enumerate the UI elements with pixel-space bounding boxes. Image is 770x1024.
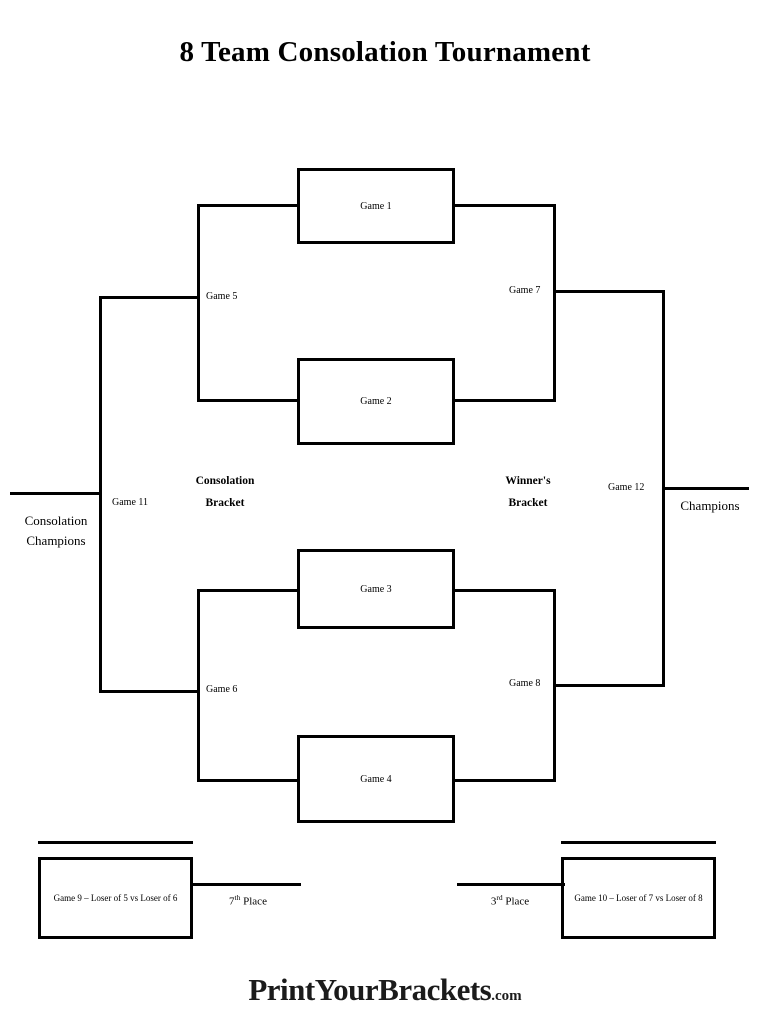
connector-game2-out <box>455 399 556 402</box>
consolation-bracket-line2: Bracket <box>205 496 245 509</box>
connector-game2-in <box>197 399 300 402</box>
connector-game3-in <box>197 589 300 592</box>
game-10-label: Game 10 – Loser of 7 vs Loser of 8 <box>574 893 703 903</box>
third-place-number: 3 <box>490 895 497 908</box>
winners-bracket-line2: Bracket <box>508 496 548 509</box>
connector-game10-out <box>457 883 565 886</box>
connector-game4-in <box>197 779 300 782</box>
connector-game1-in <box>197 204 300 207</box>
game-4-label: Game 4 <box>360 773 392 785</box>
connector-game7-vertical <box>553 204 556 402</box>
connector-game5-out <box>99 296 200 299</box>
seventh-place-number: 7 <box>229 895 235 908</box>
game-1-label: Game 1 <box>360 200 392 212</box>
connector-game6-vertical <box>197 589 200 782</box>
connector-game7-out <box>553 290 665 293</box>
seventh-place-word: Place <box>240 895 267 908</box>
champions-label: Champions <box>680 498 740 513</box>
third-place-label: 3rd Place <box>465 893 555 908</box>
connector-game9-out <box>193 883 301 886</box>
game-box-1[interactable]: Game 1 <box>297 168 455 244</box>
consolation-champions-line1: Consolation <box>24 513 88 528</box>
seventh-place-label: 7th Place <box>203 893 293 908</box>
game-3-label: Game 3 <box>360 583 392 595</box>
consolation-bracket-line1: Consolation <box>195 475 255 487</box>
game-9-label: Game 9 – Loser of 5 vs Loser of 6 <box>53 893 178 903</box>
connector-consolation-champions-out <box>10 492 102 495</box>
connector-game9-top <box>38 841 193 844</box>
game-12-label: Game 12 <box>608 482 645 493</box>
game-11-label: Game 11 <box>112 497 149 508</box>
consolation-bracket-label: Consolation Bracket <box>175 471 275 515</box>
game-box-4[interactable]: Game 4 <box>297 735 455 823</box>
game-6-label: Game 6 <box>206 684 238 695</box>
seventh-place-suffix: th <box>234 893 241 902</box>
connector-game8-out <box>553 684 665 687</box>
game-box-3[interactable]: Game 3 <box>297 549 455 629</box>
connector-game10-top <box>561 841 716 844</box>
page-title: 8 Team Consolation Tournament <box>179 36 591 68</box>
connector-game3-out <box>455 589 556 592</box>
game-8-label: Game 8 <box>509 678 541 689</box>
consolation-champions-line2: Champions <box>26 532 86 548</box>
connector-champions-out <box>662 487 749 490</box>
logo-com-text: .com <box>491 988 522 1004</box>
third-place-suffix: rd <box>496 893 503 902</box>
footer-logo[interactable]: PrintYourBrackets.com <box>0 972 770 1008</box>
connector-game4-out <box>455 779 556 782</box>
connector-game5-vertical <box>197 204 200 402</box>
connector-game6-out <box>99 690 200 693</box>
game-7-label: Game 7 <box>509 285 541 296</box>
logo-main-text: PrintYourBrackets <box>248 972 492 1007</box>
printyourbrackets-logo: PrintYourBrackets.com <box>248 972 521 1008</box>
game-box-2[interactable]: Game 2 <box>297 358 455 445</box>
connector-game1-out <box>455 204 556 207</box>
game-2-label: Game 2 <box>360 396 392 407</box>
game-box-10[interactable]: Game 10 – Loser of 7 vs Loser of 8 <box>561 857 716 939</box>
winners-bracket-label: Winner's Bracket <box>478 471 578 515</box>
game-box-9[interactable]: Game 9 – Loser of 5 vs Loser of 6 <box>38 857 193 939</box>
third-place-word: Place <box>502 895 530 908</box>
game-5-label: Game 5 <box>206 291 238 302</box>
winners-bracket-line1: Winner's <box>505 475 551 487</box>
consolation-champions-label: Consolation Champions <box>8 511 104 550</box>
